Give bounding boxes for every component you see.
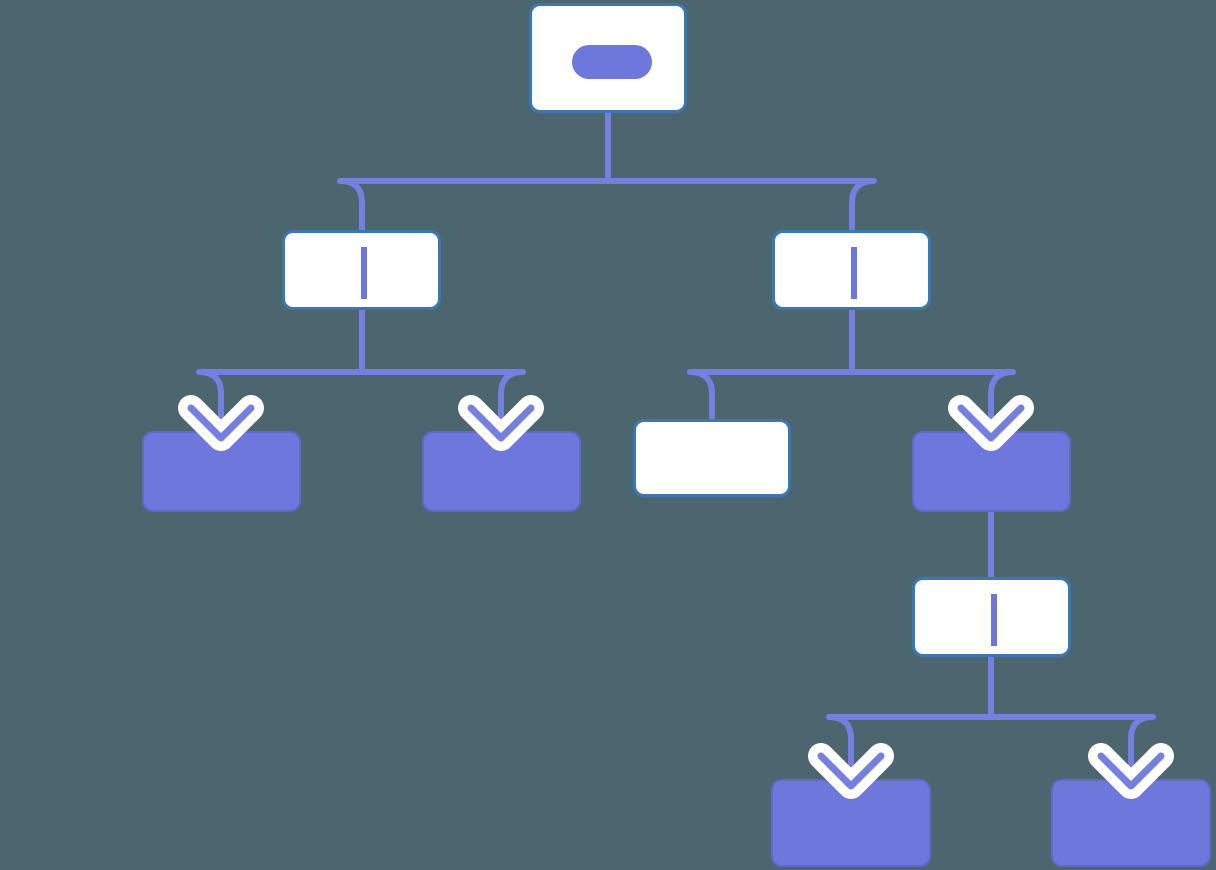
- tree-node-level1-left[interactable]: [282, 230, 441, 310]
- tree-node-level1-right[interactable]: [772, 230, 931, 310]
- tree-node-leaf-4[interactable]: [1051, 779, 1211, 867]
- node-pill-badge: [572, 45, 652, 79]
- edge-n1-n2: [337, 178, 608, 310]
- tree-node-branch-right[interactable]: [912, 431, 1071, 512]
- edge-n2-n5: [362, 369, 526, 438]
- tree-node-level3[interactable]: [912, 577, 1071, 657]
- edge-n1-n3: [608, 178, 877, 310]
- tree-node-leaf-1[interactable]: [142, 431, 301, 512]
- edge-n3-n6: [687, 369, 852, 419]
- tree-node-root[interactable]: [529, 3, 687, 113]
- tree-node-leaf-3[interactable]: [771, 779, 931, 867]
- edge-n8-n10: [991, 714, 1156, 786]
- edge-n2-n4: [196, 369, 362, 438]
- edge-n3-n7: [852, 369, 1016, 438]
- edge-n8-n9: [826, 714, 991, 786]
- tree-node-empty-white[interactable]: [633, 419, 791, 497]
- node-content-bar: [361, 247, 367, 299]
- node-content-bar: [851, 247, 857, 299]
- node-content-bar: [991, 594, 997, 646]
- tree-node-leaf-2[interactable]: [422, 431, 581, 512]
